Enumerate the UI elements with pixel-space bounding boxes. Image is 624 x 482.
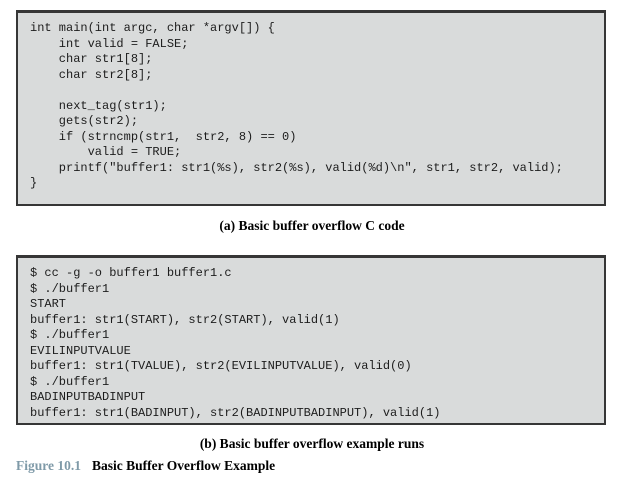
- figure-title: Basic Buffer Overflow Example: [92, 458, 276, 473]
- example-runs-output: $ cc -g -o buffer1 buffer1.c $ ./buffer1…: [30, 266, 441, 420]
- c-source-code: int main(int argc, char *argv[]) { int v…: [30, 21, 563, 190]
- c-code-panel: int main(int argc, char *argv[]) { int v…: [16, 10, 606, 206]
- terminal-runs-panel: $ cc -g -o buffer1 buffer1.c $ ./buffer1…: [16, 255, 606, 425]
- figure-caption: Figure 10.1 Basic Buffer Overflow Example: [16, 458, 275, 474]
- figure-number: Figure 10.1: [16, 458, 81, 473]
- panel-b-caption: (b) Basic buffer overflow example runs: [199, 436, 425, 451]
- panel-a-caption: (a) Basic buffer overflow C code: [219, 218, 405, 233]
